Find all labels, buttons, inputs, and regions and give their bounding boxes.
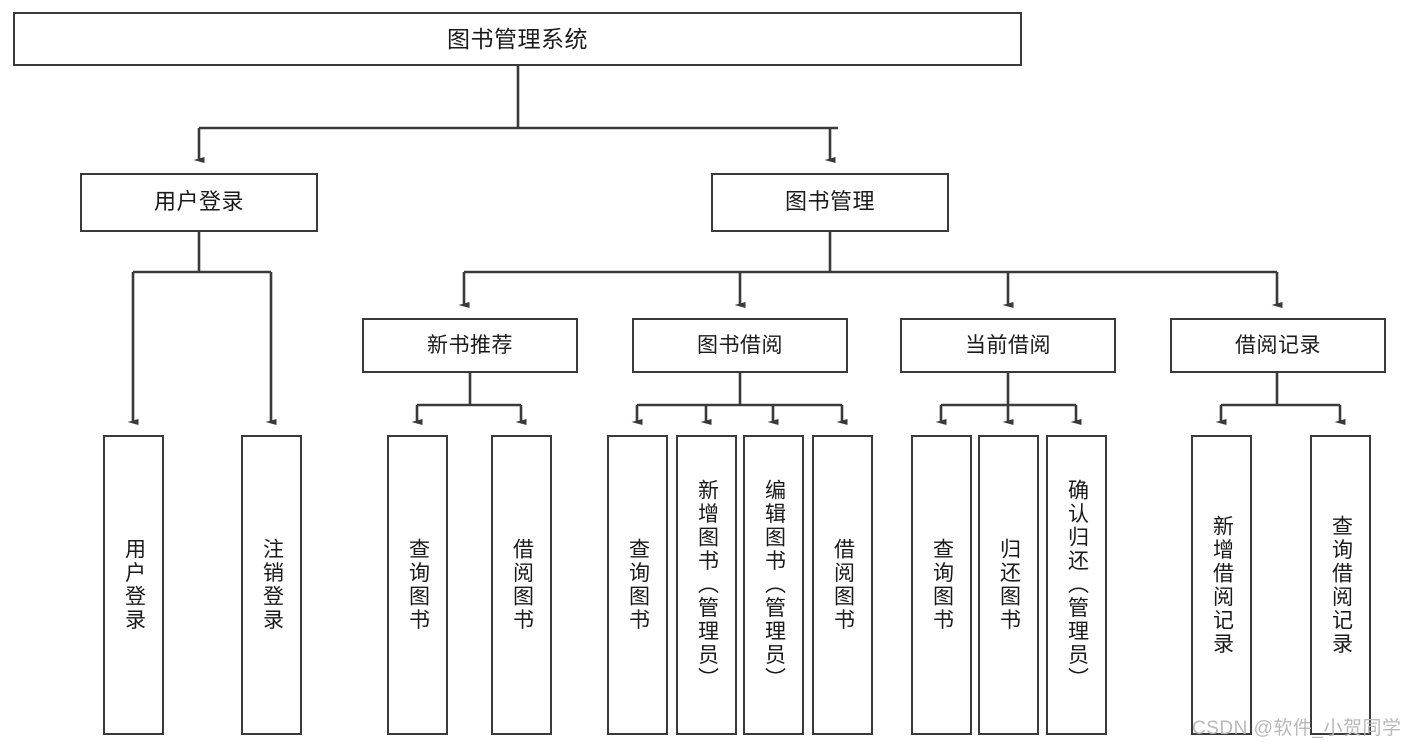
leaf-edit-book-admin[interactable]: 编辑图书（管理员）: [743, 435, 804, 735]
node-label: 图书管理系统: [447, 25, 588, 52]
node-label: 编辑图书（管理员）: [762, 479, 786, 691]
leaf-search-book-current[interactable]: 查询图书: [911, 435, 972, 735]
node-label: 借阅记录: [1235, 333, 1321, 357]
node-label: 图书管理: [784, 189, 875, 215]
leaf-search-book-recommend[interactable]: 查询图书: [387, 435, 448, 735]
node-label: 借阅图书: [831, 538, 855, 632]
node-label: 当前借阅: [965, 333, 1051, 357]
node-borrow-record[interactable]: 借阅记录: [1170, 318, 1386, 373]
leaf-confirm-return-admin[interactable]: 确认归还（管理员）: [1046, 435, 1107, 735]
leaf-add-borrow-record[interactable]: 新增借阅记录: [1191, 435, 1252, 735]
node-book-borrow[interactable]: 图书借阅: [632, 318, 848, 373]
node-label: 查询图书: [930, 538, 954, 632]
leaf-borrow-book-recommend[interactable]: 借阅图书: [491, 435, 552, 735]
node-label: 确认归还（管理员）: [1065, 479, 1089, 691]
node-label: 新增借阅记录: [1210, 514, 1234, 656]
node-label: 查询图书: [406, 538, 430, 632]
node-user-login[interactable]: 用户登录: [80, 173, 318, 232]
node-label: 新增图书（管理员）: [695, 479, 719, 691]
leaf-borrow-book[interactable]: 借阅图书: [812, 435, 873, 735]
leaf-search-borrow-record[interactable]: 查询借阅记录: [1310, 435, 1371, 735]
node-label: 查询图书: [626, 538, 650, 632]
node-label: 新书推荐: [427, 333, 513, 357]
node-label: 用户登录: [122, 538, 146, 632]
node-book-management[interactable]: 图书管理: [711, 173, 949, 232]
node-root-system[interactable]: 图书管理系统: [13, 12, 1022, 66]
leaf-user-login[interactable]: 用户登录: [103, 435, 164, 735]
node-current-borrow[interactable]: 当前借阅: [900, 318, 1116, 373]
node-label: 用户登录: [153, 189, 244, 215]
leaf-logout[interactable]: 注销登录: [241, 435, 302, 735]
node-label: 图书借阅: [697, 333, 783, 357]
node-new-book-recommend[interactable]: 新书推荐: [362, 318, 578, 373]
node-label: 归还图书: [997, 538, 1021, 632]
node-label: 查询借阅记录: [1329, 514, 1353, 656]
leaf-add-book-admin[interactable]: 新增图书（管理员）: [676, 435, 737, 735]
node-label: 借阅图书: [510, 538, 534, 632]
leaf-search-book-borrow[interactable]: 查询图书: [607, 435, 668, 735]
leaf-return-book[interactable]: 归还图书: [978, 435, 1039, 735]
node-label: 注销登录: [260, 538, 284, 632]
